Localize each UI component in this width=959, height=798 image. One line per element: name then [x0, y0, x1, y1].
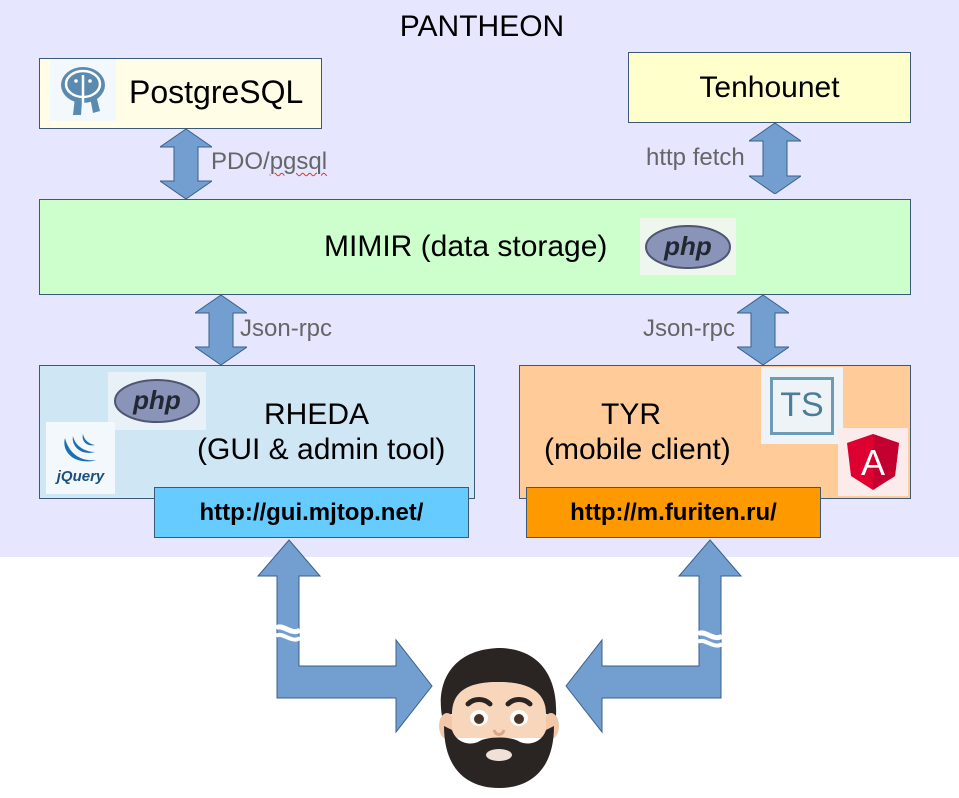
json-rpc-left-double-arrow — [195, 295, 247, 365]
rheda-php-logo-text: php — [132, 385, 181, 415]
http-fetch-label: http fetch — [646, 144, 745, 171]
rheda-title: RHEDA — [264, 398, 370, 431]
rheda-subtitle: (GUI & admin tool) — [197, 433, 446, 466]
postgresql-elephant-icon — [50, 59, 116, 121]
typescript-logo-icon: TS — [761, 367, 843, 444]
pdo-pgsql-label: PDO/pgsql — [211, 148, 327, 176]
jquery-logo-icon: jQuery — [46, 422, 115, 494]
rheda-php-logo-icon: php — [108, 372, 206, 430]
pdo-label-prefix: PDO/ — [211, 148, 270, 175]
tyr-subtitle: (mobile client) — [544, 433, 731, 466]
rheda-url-link[interactable]: http://gui.mjtop.net/ — [154, 487, 469, 538]
user-bearded-man-icon — [439, 648, 559, 788]
tyr-url-link[interactable]: http://m.furiten.ru/ — [526, 487, 821, 538]
user-to-tyr-arrow — [565, 539, 743, 734]
jquery-logo-text: jQuery — [56, 467, 105, 485]
php-logo-icon: php — [640, 218, 736, 275]
php-logo-text: php — [663, 231, 712, 261]
mimir-label: MIMIR (data storage) — [324, 230, 608, 263]
postgresql-label: PostgreSQL — [129, 74, 304, 110]
tenhounet-label: Tenhounet — [699, 70, 840, 104]
rheda-url-text[interactable]: http://gui.mjtop.net/ — [199, 498, 424, 526]
pdo-double-arrow — [160, 129, 212, 199]
json-rpc-right-label: Json-rpc — [643, 315, 736, 342]
json-rpc-right-double-arrow — [737, 295, 789, 365]
http-fetch-double-arrow — [749, 123, 801, 194]
angular-logo-icon: A — [838, 428, 908, 496]
mimir-box — [39, 199, 911, 295]
diagram-title: PANTHEON — [399, 10, 565, 43]
json-rpc-left-label: Json-rpc — [240, 315, 333, 342]
tyr-url-text[interactable]: http://m.furiten.ru/ — [570, 498, 777, 526]
user-to-rheda-arrow — [256, 539, 433, 734]
typescript-logo-text: TS — [780, 386, 824, 424]
angular-logo-text: A — [861, 442, 885, 483]
tyr-title: TYR — [601, 398, 661, 431]
tenhounet-box: Tenhounet — [628, 52, 911, 123]
pdo-label-suffix: pgsql — [269, 148, 328, 175]
